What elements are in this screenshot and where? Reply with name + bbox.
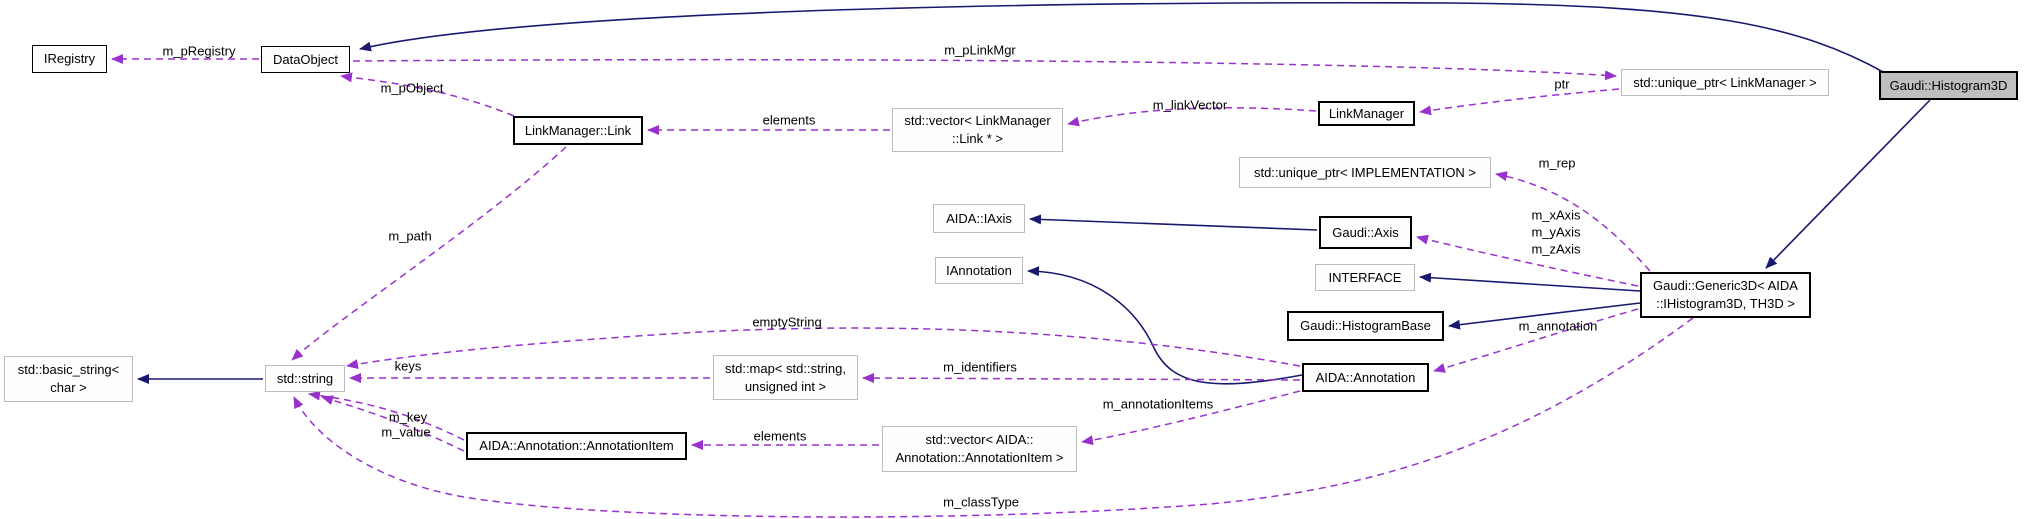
class-label: INTERFACE	[1328, 269, 1402, 285]
edge-m-annotationitems	[1081, 390, 1301, 446]
class-node-std-string: std::string	[265, 365, 345, 392]
class-node-linkmanager-link[interactable]: LinkManager::Link	[513, 116, 643, 145]
edge-label-m-path: m_path	[388, 228, 432, 244]
edge-label-m-identifiers: m_identifiers	[943, 359, 1017, 375]
class-node-aida-iaxis: AIDA::IAxis	[933, 204, 1025, 233]
edge-label-emptystring: emptyString	[752, 314, 822, 330]
class-label: AIDA::IAxis	[946, 210, 1012, 226]
edge-label-m-key: m_key	[388, 409, 428, 425]
class-node-iregistry[interactable]: IRegistry	[32, 45, 107, 73]
edge-axis-to-iaxis	[1029, 214, 1318, 231]
edge-m-pobject	[340, 72, 515, 117]
edge-m-plinkmgr	[352, 58, 1617, 81]
edge-generic3d-to-interface	[1419, 272, 1641, 292]
class-node-dataobject[interactable]: DataObject	[261, 46, 350, 73]
class-node-iannotation: IAnnotation	[935, 257, 1023, 284]
class-node-linkmanager[interactable]: LinkManager	[1318, 101, 1415, 126]
edge-label-m-linkvector: m_linkVector	[1152, 97, 1228, 113]
class-label: std::string	[276, 370, 334, 386]
class-label: std::vector< LinkManager	[904, 113, 1051, 128]
class-node-annotation-item[interactable]: AIDA::Annotation::AnnotationItem	[466, 432, 687, 460]
class-label: unsigned int >	[744, 378, 827, 394]
edge-label-m-annotationitems: m_annotationItems	[1102, 396, 1214, 412]
class-label: Gaudi::Histogram3D	[1889, 77, 2008, 93]
edge-m-path	[291, 146, 567, 361]
class-label: LinkManager	[1328, 105, 1405, 121]
edge-label-elements-items: elements	[753, 428, 807, 444]
class-node-unique-ptr-linkmanager: std::unique_ptr< LinkManager >	[1621, 69, 1829, 96]
class-node-std-map: std::map< std::string,unsigned int >	[713, 355, 858, 400]
class-label: ::IHistogram3D, TH3D >	[1656, 296, 1795, 311]
edge-m-annotation	[1433, 308, 1639, 373]
edge-histogram3d-to-generic3d	[1765, 99, 1931, 269]
edge-label-keys: keys	[394, 358, 422, 374]
class-label: ::Link * >	[952, 131, 1003, 146]
edge-m-classtype	[293, 317, 1694, 518]
class-node-gaudi-histogram3d: Gaudi::Histogram3D	[1879, 71, 2018, 100]
edge-label-m-value: m_value	[381, 424, 431, 440]
class-label: Annotation::AnnotationItem >	[895, 450, 1064, 465]
class-label: AIDA::Annotation	[1315, 369, 1416, 385]
edge-m-identifiers	[862, 373, 1301, 384]
edge-label-m-classtype: m_classType	[943, 494, 1019, 510]
edge-label-m-pobject: m_pObject	[380, 80, 444, 96]
edge-m-linkvector	[1067, 107, 1317, 127]
class-node-vector-annotation-item: std::vector< AIDA::Annotation::Annotatio…	[882, 426, 1077, 472]
edge-m-rep	[1495, 171, 1651, 272]
class-label: std::vector< AIDA::	[925, 432, 1034, 447]
class-label: char >	[50, 380, 87, 395]
edge-emptystring	[346, 327, 1301, 369]
edge-label-elements-links: elements	[762, 112, 816, 128]
edge-histogram3d-to-dataobject	[359, 1, 1886, 74]
edge-label-ptr: ptr	[1554, 76, 1570, 92]
class-node-gaudi-generic3d[interactable]: Gaudi::Generic3D< AIDA::IHistogram3D, TH…	[1640, 272, 1811, 318]
class-node-interface: INTERFACE	[1315, 264, 1415, 291]
edge-label-m-xyzaxis: m_xAxis m_yAxis m_zAxis	[1531, 207, 1580, 258]
class-label: IRegistry	[43, 51, 96, 66]
class-node-gaudi-histogrambase[interactable]: Gaudi::HistogramBase	[1287, 311, 1444, 341]
edge-label-m-xaxis: m_xAxis	[1531, 207, 1581, 223]
edge-label-m-plinkmgr: m_pLinkMgr	[944, 42, 1016, 58]
class-label: std::basic_string<	[17, 362, 120, 377]
edge-generic3d-to-histogrambase	[1448, 302, 1641, 330]
edge-label-m-yaxis: m_yAxis	[1531, 224, 1581, 240]
class-node-unique-ptr-implementation: std::unique_ptr< IMPLEMENTATION >	[1239, 157, 1491, 188]
edge-m-xyzaxis	[1416, 234, 1639, 287]
class-label: LinkManager::Link	[524, 122, 632, 138]
edge-label-m-zaxis: m_zAxis	[1531, 241, 1581, 257]
edge-m-value	[321, 395, 465, 452]
class-label: IAnnotation	[946, 262, 1012, 278]
class-label: Gaudi::Generic3D< AIDA	[1653, 278, 1798, 293]
class-node-basic-string: std::basic_string<char >	[4, 356, 133, 402]
class-label: Gaudi::HistogramBase	[1300, 318, 1431, 333]
class-label: AIDA::Annotation::AnnotationItem	[479, 438, 674, 453]
class-node-aida-annotation[interactable]: AIDA::Annotation	[1302, 363, 1429, 392]
edge-label-m-pregistry: m_pRegistry	[162, 43, 236, 59]
edge-label-m-annotation: m_annotation	[1518, 318, 1598, 334]
edge-ptr	[1419, 88, 1620, 116]
class-node-gaudi-axis[interactable]: Gaudi::Axis	[1319, 216, 1412, 249]
edge-label-m-rep: m_rep	[1538, 155, 1576, 171]
class-label: std::unique_ptr< IMPLEMENTATION >	[1253, 164, 1477, 180]
class-node-vector-linkmanager-link: std::vector< LinkManager::Link * >	[892, 108, 1063, 152]
edge-annotation-to-iannotation	[1027, 266, 1303, 385]
class-label: Gaudi::Axis	[1332, 224, 1399, 240]
class-label: DataObject	[272, 51, 339, 67]
class-label: std::map< std::string,	[724, 360, 847, 376]
class-label: std::unique_ptr< LinkManager >	[1633, 74, 1817, 90]
